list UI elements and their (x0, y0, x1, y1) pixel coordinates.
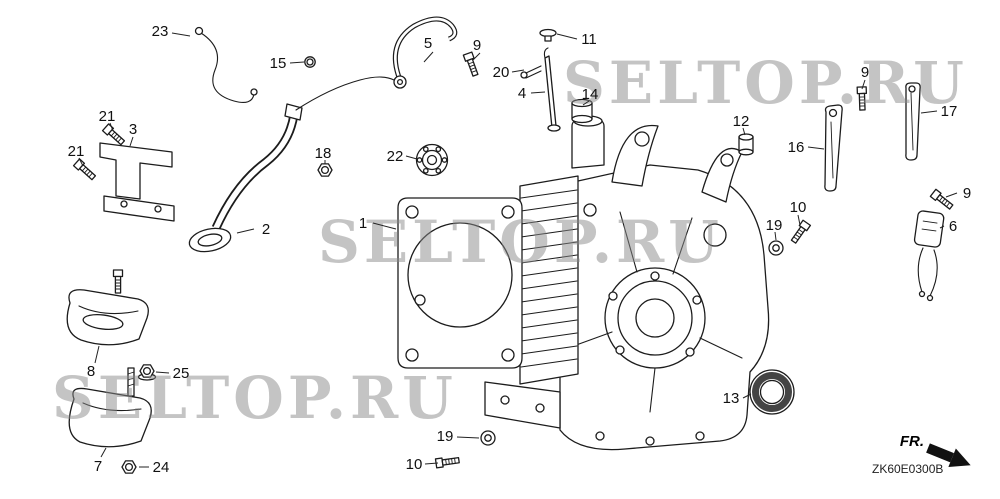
part-breather-elbow (188, 76, 395, 253)
part-nut-18 (317, 163, 333, 177)
watermark-text: SELTOP.RU (563, 49, 968, 117)
callout-label: 7 (94, 458, 102, 475)
callout-label: 15 (270, 55, 287, 72)
callout-label: 10 (790, 199, 807, 216)
callout-label: 9 (861, 64, 869, 81)
callout-label: 19 (766, 217, 783, 234)
callout-label: 1 (359, 215, 367, 232)
callout-label: 24 (153, 459, 170, 476)
part-clip-20 (520, 65, 542, 79)
fr-direction-arrow: FR. (900, 433, 971, 468)
drawing-code: ZK60E0300B (872, 462, 943, 476)
part-engine-mount-8 (66, 269, 149, 346)
part-crankcase (484, 115, 770, 451)
callout-label: 20 (493, 64, 510, 81)
callout-label: 2 (262, 221, 270, 238)
callout-label: 25 (173, 365, 190, 382)
part-bolt-9-right-mid (929, 188, 955, 212)
mount-stud (112, 269, 124, 294)
callout-label: 4 (518, 85, 526, 102)
callout-label: 10 (406, 456, 423, 473)
watermark-text: SELTOP.RU (318, 208, 723, 276)
callout-label: 6 (949, 218, 957, 235)
callout-label: 19 (437, 428, 454, 445)
callout-label: 18 (315, 145, 332, 162)
callout-label: 3 (129, 121, 137, 138)
part-tube-5 (392, 16, 458, 89)
callout-label: 13 (723, 390, 740, 407)
part-pipe-4 (543, 47, 561, 132)
part-bolt-21-upper (101, 123, 127, 147)
part-nut-24 (121, 460, 137, 474)
callout-label: 14 (582, 86, 599, 103)
part-engine-mount-7 (68, 367, 152, 448)
part-bolt-10-bottom (434, 455, 461, 469)
part-gasket (397, 197, 523, 369)
callout-label: 23 (152, 23, 169, 40)
callout-label: 16 (788, 139, 805, 156)
part-bracket (99, 142, 175, 222)
part-oil-seal-13 (749, 369, 795, 415)
part-cap-nut-12 (738, 133, 754, 156)
callout-label: 8 (87, 363, 95, 380)
leader-lines (78, 32, 958, 468)
part-oring-15 (304, 56, 316, 68)
callout-label: 12 (733, 113, 750, 130)
fr-label: FR. (900, 433, 924, 450)
part-stay-16 (824, 104, 843, 192)
callout-label: 5 (424, 35, 432, 52)
callout-label: 21 (68, 143, 85, 160)
watermark-text: SELTOP.RU (52, 364, 457, 432)
part-ball-bearing (415, 143, 449, 177)
part-plate-17 (905, 82, 921, 161)
part-washer-19-bottom (480, 430, 496, 446)
callout-label: 22 (387, 148, 404, 165)
part-cap-11 (539, 28, 557, 42)
part-flange-nut-25 (137, 364, 157, 381)
part-washer-19-right (768, 240, 784, 256)
callout-label: 21 (99, 108, 116, 125)
part-bolt-21-lower (72, 158, 98, 182)
callout-label: 11 (581, 31, 597, 48)
callout-label: 9 (473, 37, 481, 54)
part-oil-sensor-6 (913, 210, 945, 302)
callout-label: 17 (941, 103, 958, 120)
callout-label: 9 (963, 185, 971, 202)
part-oil-level-cable (194, 26, 258, 103)
